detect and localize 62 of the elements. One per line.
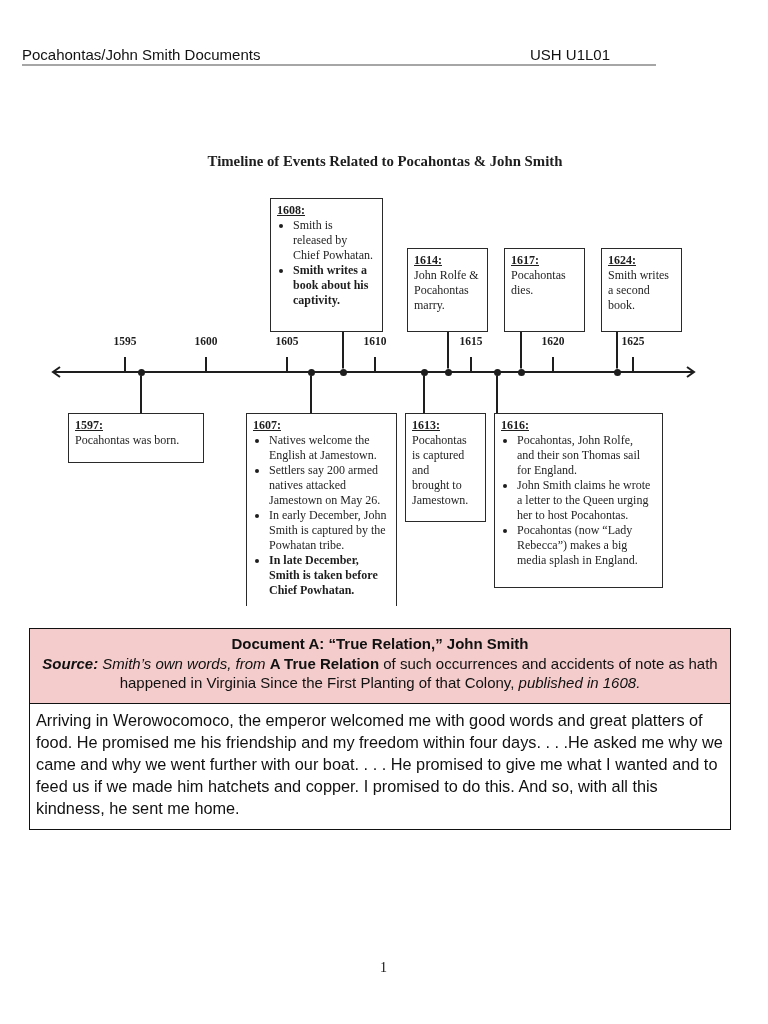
bullet-text: In late December, Smith is taken before Chief Powhatan. [269,553,379,598]
event-box [246,413,397,606]
event-text: Pocahontas dies. [511,268,567,298]
event-box [601,248,682,332]
event-text: John Rolfe & Pocahontas marry. [414,268,480,313]
year-label: 1600 [194,334,218,348]
year-label: 1610 [363,334,387,348]
event-box [68,413,204,463]
bullet-text: John Smith claims he wrote a letter to the Queen urging her to host Pocahontas. [517,478,652,523]
event-year: 1617: [511,253,539,268]
timeline-title: Timeline of Events Related to Pocahontas & John Smith [207,152,563,170]
event-year: 1616: [501,418,529,433]
connector-line [520,331,522,370]
bullet-text: Smith writes a book about his captivity. [293,263,370,308]
event-dot [613,368,621,376]
event-dot [493,368,501,376]
year-label: 1595 [113,334,137,348]
document-body [29,704,731,830]
document-title: Document A: “True Relation,” John Smith [231,634,529,654]
document-header [29,628,731,704]
event-text: Smith writes a second book. [608,268,670,313]
event-box [407,248,488,332]
lesson-code: USH U1L01 [530,46,611,64]
connector-line [423,374,425,414]
page-number: 1 [380,960,387,976]
event-box [270,198,383,332]
connector-line [616,331,618,370]
event-year: 1608: [277,203,305,218]
event-dot [444,368,452,376]
bullet-text: Natives welcome the English at Jamestown. [269,433,378,463]
bullet-text: Pocahontas (now “Lady Rebecca”) makes a big media splash in England. [517,523,639,568]
year-label: 1620 [541,334,565,348]
event-box [504,248,585,332]
event-dot [517,368,525,376]
source-citation: Source: Smith’s own words, from A True Relation of such occurrences and accidents of note as hath happened in Virginia Since the First Planting of that Colony, published in 1608. [41,653,719,693]
event-dot [137,368,145,376]
bullet-text: Pocahontas, John Rolfe, and their son Thomas sail for England. [517,433,642,478]
connector-line [342,331,344,370]
event-dot [339,368,347,376]
event-year: 1607: [253,418,281,433]
event-year: 1613: [412,418,440,433]
event-text: Pocahontas is captured and brought to Jamestown. [412,433,469,508]
year-label: 1605 [275,334,299,348]
year-label: 1615 [459,334,483,348]
event-dot [420,368,428,376]
connector-line [447,331,449,370]
event-dot [307,368,315,376]
connector-line [310,374,312,414]
quote-text: Arriving in Werowocomoco, the emperor welcomed me with good words and great platters of food. He promised me his friendship and my freedom within four days. . . .He asked me why we came and why we went further with our boat. . . . He promised to give me what I wanted and to feed us if we made him hatchets and copper. I promised to do this. And so, with all this kindness, he sent me home. [36,710,724,819]
connector-line [140,374,142,414]
event-text: Pocahontas was born. [75,433,181,448]
event-year: 1624: [608,253,636,268]
event-box [405,413,486,522]
document-header-title: Pocahontas/John Smith Documents [22,46,261,64]
year-label: 1625 [621,334,645,348]
bullet-text: Smith is released by Chief Powhatan. [293,218,374,263]
bullet-text: Settlers say 200 armed natives attacked Jamestown on May 26. [269,463,382,508]
bullet-text: In early December, John Smith is captured by the Powhatan tribe. [269,508,388,553]
event-year: 1614: [414,253,442,268]
connector-line [496,374,498,414]
event-year: 1597: [75,418,103,433]
event-box [494,413,663,588]
